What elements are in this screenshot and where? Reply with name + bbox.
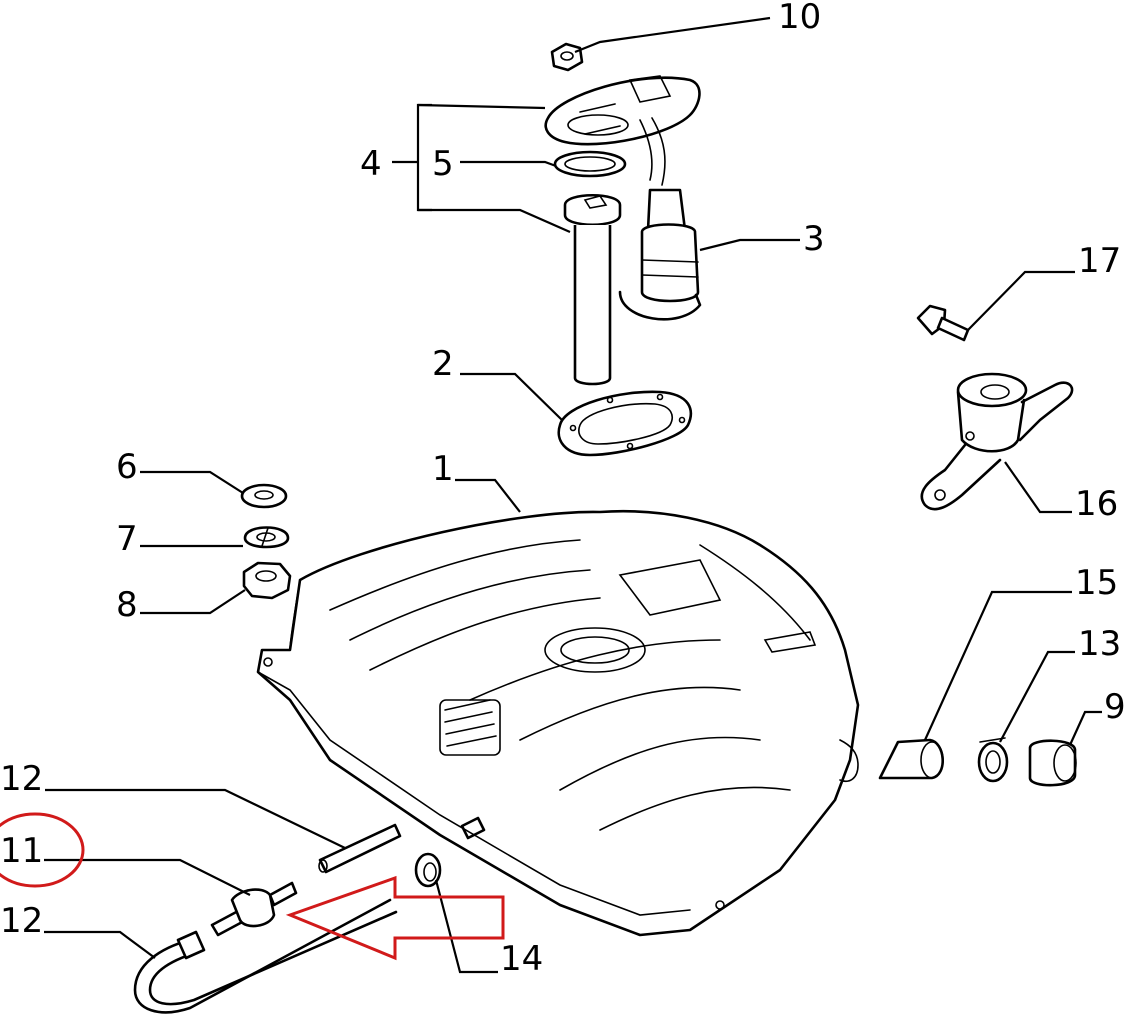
seal-ring — [553, 150, 627, 178]
highlight-marker — [0, 812, 505, 961]
highlight-arrow — [285, 875, 505, 961]
callout-16: 16 — [1075, 484, 1118, 524]
fuel-pump — [618, 117, 702, 321]
grommet-9 — [1028, 739, 1077, 787]
callout-7: 7 — [116, 519, 138, 559]
callout-1: 1 — [432, 449, 454, 489]
callout-12-bottom: 12 — [0, 901, 43, 941]
hose-clip-13 — [977, 737, 1009, 783]
callout-4: 4 — [360, 144, 382, 184]
fuel-tank — [256, 509, 860, 937]
gasket — [557, 390, 693, 457]
callout-12-top: 12 — [0, 759, 43, 799]
callout-5: 5 — [432, 144, 454, 184]
callout-13: 13 — [1078, 624, 1121, 664]
bolt-17 — [916, 304, 970, 342]
callout-6: 6 — [116, 447, 138, 487]
grommet-15 — [878, 738, 944, 780]
clamp-14 — [414, 852, 442, 888]
flat-washer — [240, 483, 288, 509]
leader-lines — [44, 16, 1102, 974]
hex-nut-8 — [242, 561, 292, 600]
callout-10: 10 — [778, 0, 821, 37]
callout-15: 15 — [1075, 563, 1118, 603]
callout-17: 17 — [1078, 241, 1121, 281]
callout-2: 2 — [432, 344, 454, 384]
callout-11: 11 — [0, 831, 43, 871]
pump-flange — [544, 75, 701, 146]
check-valve-11 — [210, 881, 298, 937]
highlight-circle — [0, 812, 85, 888]
callout-labels: 10 4 5 3 17 2 1 6 16 7 15 8 13 9 12 11 1… — [0, 0, 1125, 979]
spring-washer — [243, 526, 290, 549]
mounting-bracket — [920, 372, 1074, 511]
hose-curved-12 — [133, 898, 398, 1014]
hose-straight-12 — [318, 823, 402, 874]
nut-10 — [550, 42, 584, 72]
callout-8: 8 — [116, 585, 138, 625]
fuel-level-tube — [563, 194, 622, 386]
callout-9: 9 — [1104, 687, 1125, 727]
callout-3: 3 — [803, 219, 825, 259]
callout-14: 14 — [500, 939, 543, 979]
